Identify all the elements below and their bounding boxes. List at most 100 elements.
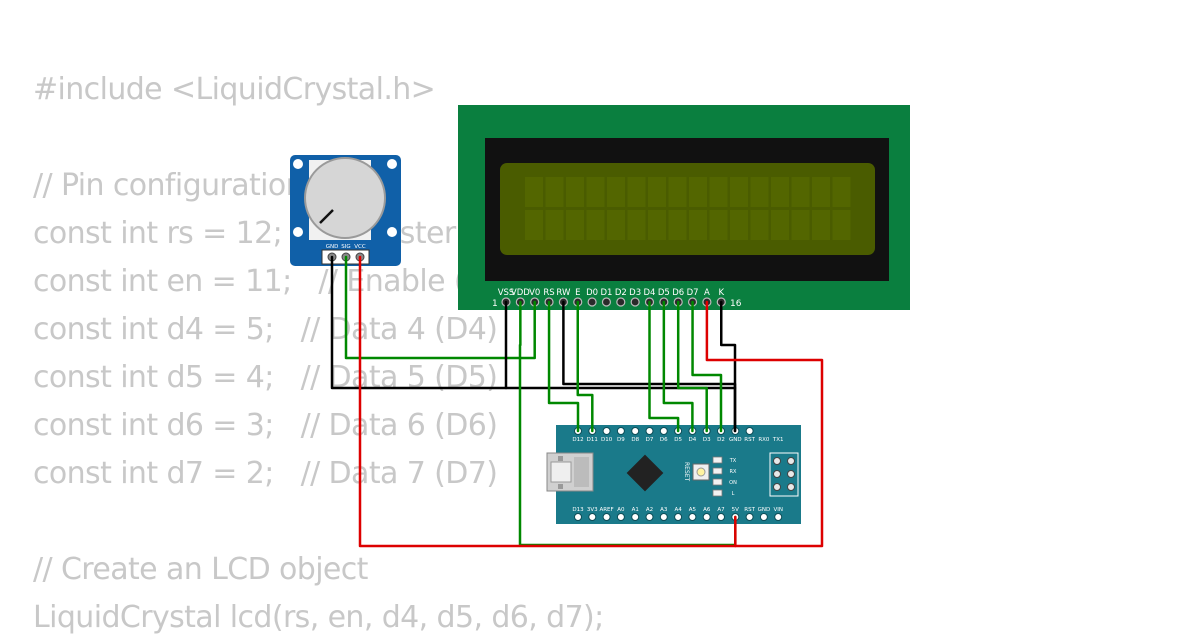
- code-line: // Pin configuration: [33, 168, 305, 203]
- lcd-cell: [566, 210, 584, 240]
- nano-top-pin-label: D7: [646, 437, 654, 443]
- nano-top-pin[interactable]: [645, 427, 654, 435]
- status-led: [712, 456, 723, 464]
- nano-bottom-pin-label: RST: [744, 507, 755, 513]
- code-line: #include <LiquidCrystal.h>: [33, 72, 436, 107]
- pot-mount-hole-tr: [387, 159, 397, 169]
- lcd-cell: [730, 210, 748, 240]
- nano-bottom-pin[interactable]: [616, 513, 625, 521]
- nano-bottom-pin[interactable]: [702, 513, 711, 521]
- nano-top-pin-label: D5: [674, 437, 682, 443]
- nano-bottom-pin-label: VIN: [773, 507, 783, 513]
- nano-bottom-pin[interactable]: [688, 513, 697, 521]
- nano-top-pin-label: D11: [587, 437, 598, 443]
- nano-bottom-pin[interactable]: [774, 513, 783, 521]
- reset-button[interactable]: [692, 463, 710, 481]
- nano-bottom-pin-label: GND: [758, 507, 771, 513]
- nano-bottom-pin[interactable]: [574, 513, 582, 521]
- nano-bottom-pin-label: 3V3: [587, 507, 598, 513]
- lcd-pin[interactable]: [616, 297, 626, 307]
- lcd-pin-label: K: [718, 288, 724, 298]
- status-led-label: ON: [729, 480, 737, 486]
- nano-bottom-pin[interactable]: [602, 513, 611, 521]
- wire-pot-gnd: [330, 255, 737, 390]
- lcd-cell: [668, 210, 687, 240]
- nano-top-pin-label: D6: [660, 437, 668, 443]
- nano-bottom-pin[interactable]: [645, 513, 654, 521]
- lcd-pin-label: D4: [644, 288, 656, 298]
- nano-bottom-pin[interactable]: [745, 513, 754, 521]
- nano-bottom-pin[interactable]: [588, 513, 597, 521]
- code-line: const int d7 = 2; // Data 7 (D7): [33, 456, 498, 491]
- code-line: const int en = 11; // Enable (: [33, 264, 466, 299]
- lcd-pin[interactable]: [630, 297, 640, 307]
- nano-top-pin-label: D9: [617, 437, 625, 443]
- lcd-cell: [689, 210, 707, 240]
- nano-top-pin-label: D12: [572, 437, 583, 443]
- code-line: const int d6 = 3; // Data 6 (D6): [33, 408, 498, 443]
- wire-lcd-d4-d5: [648, 300, 680, 433]
- wire-pot-vcc-5v: [358, 255, 737, 548]
- nano-top-pin[interactable]: [616, 427, 625, 435]
- nano-bottom-pin-label: AREF: [599, 507, 613, 513]
- lcd-pin1-number: 1: [492, 299, 498, 309]
- lcd-pin16-number: 16: [730, 299, 742, 309]
- lcd-cell: [648, 177, 666, 207]
- lcd-pin-label: D2: [615, 288, 627, 298]
- reset-label: RESET: [683, 462, 690, 482]
- lcd-cell: [607, 210, 625, 240]
- lcd-cell: [525, 210, 543, 240]
- nano-bottom-pin-label: A0: [617, 507, 625, 513]
- nano-bottom-pin[interactable]: [674, 513, 683, 521]
- pot-knob[interactable]: [304, 157, 386, 239]
- status-led-label: TX: [729, 458, 737, 464]
- icsp-pin: [787, 470, 795, 478]
- nano-bottom-pin[interactable]: [717, 513, 725, 521]
- nano-top-pin[interactable]: [659, 427, 668, 435]
- nano-bottom-pin[interactable]: [759, 513, 768, 521]
- nano-top-pin-label: D4: [689, 437, 697, 443]
- icsp-header: [769, 452, 799, 497]
- lcd-cell: [832, 210, 851, 240]
- lcd-cell: [709, 210, 728, 240]
- wire-lcd-k-gnd: [720, 300, 737, 433]
- lcd-cell: [832, 177, 851, 207]
- status-led: [712, 478, 723, 486]
- lcd-cell: [607, 177, 625, 207]
- nano-top-pin-label: GND: [729, 437, 742, 443]
- lcd-cell: [668, 177, 687, 207]
- lcd-cell: [545, 177, 564, 207]
- nano-top-pin-label: D2: [717, 437, 725, 443]
- pot-mount-hole-bl: [293, 227, 303, 237]
- microcontroller-chip: [626, 454, 664, 492]
- icsp-pin: [787, 457, 795, 465]
- icsp-pin: [773, 483, 781, 491]
- wire-lcd-d5-d4: [662, 300, 694, 433]
- lcd-cell: [709, 177, 728, 207]
- lcd-pin-label: D6: [672, 288, 684, 298]
- wires: [330, 255, 824, 548]
- pot-pin-label: SIG: [341, 244, 350, 250]
- lcd-pin-label: E: [575, 288, 580, 298]
- nano-top-pin[interactable]: [631, 427, 640, 435]
- lcd-cell: [586, 177, 605, 207]
- lcd-pin-label: VDD: [511, 288, 530, 298]
- lcd-cell: [545, 210, 564, 240]
- nano-bottom-pin-label: A7: [717, 507, 725, 513]
- nano-top-pin-label: TX1: [772, 437, 784, 443]
- nano-top-pin[interactable]: [745, 427, 754, 435]
- nano-top-pin[interactable]: [602, 427, 611, 435]
- lcd-cell: [750, 210, 769, 240]
- lcd-character-cells: [525, 177, 851, 240]
- nano-top-pin-label: D8: [631, 437, 639, 443]
- lcd-cell: [648, 210, 666, 240]
- nano-bottom-pin[interactable]: [659, 513, 668, 521]
- nano-bottom-pin[interactable]: [631, 513, 640, 521]
- nano-pcb: [556, 425, 801, 524]
- lcd-pin[interactable]: [601, 297, 612, 307]
- lcd-pin[interactable]: [587, 297, 597, 307]
- usb-connector: [546, 452, 594, 492]
